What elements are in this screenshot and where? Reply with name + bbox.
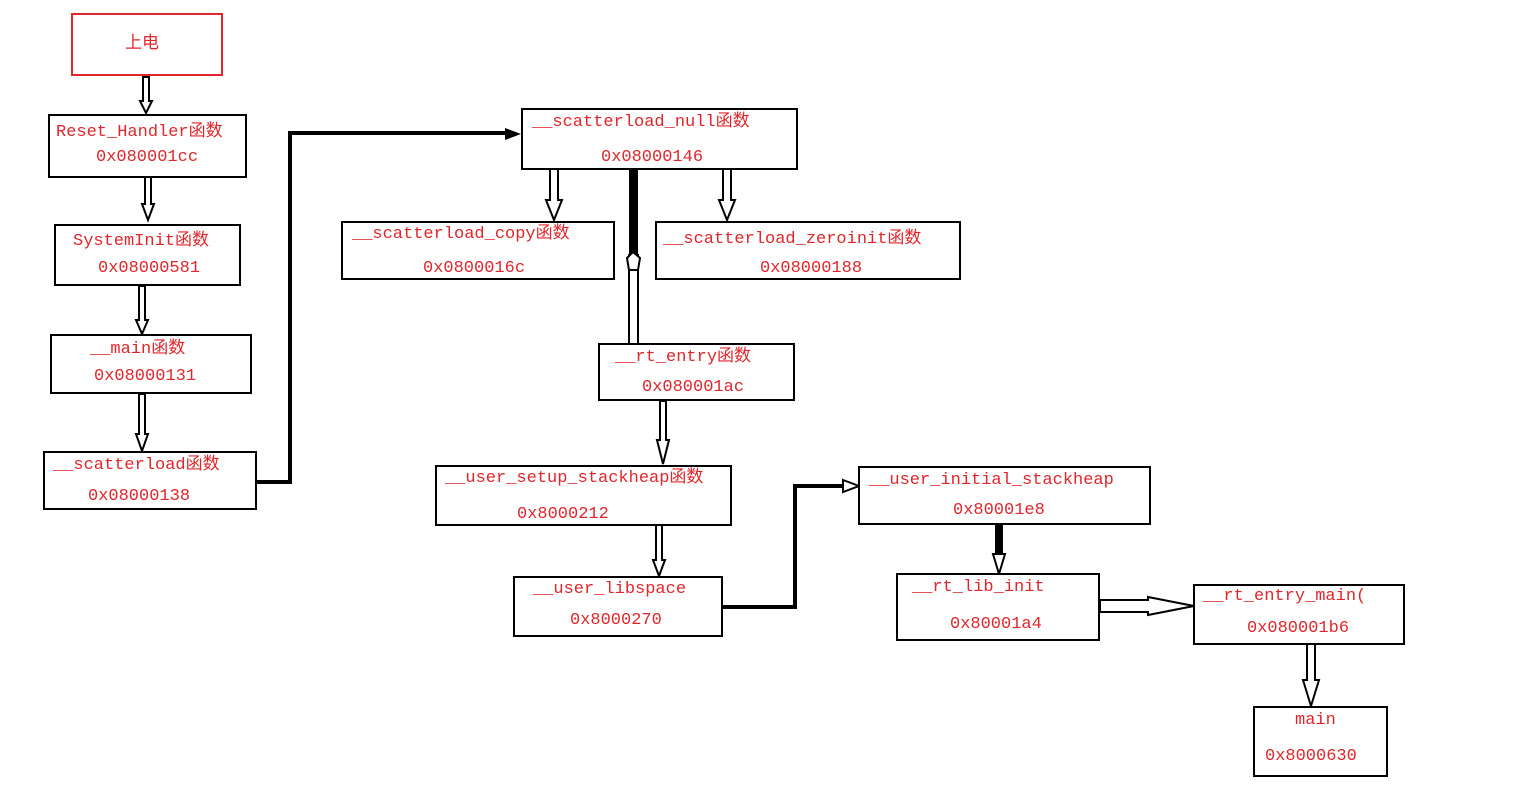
arrowhead-libspace-to-initialstackheap bbox=[842, 478, 862, 494]
scatterload-null-box: __scatterload_null函数 0x08000146 bbox=[521, 108, 798, 170]
reset-handler-box: Reset_Handler函数 0x080001cc bbox=[48, 114, 247, 178]
arrowhead-initialstackheap-to-libinit bbox=[991, 553, 1007, 578]
system-init-label: SystemInit函数 bbox=[73, 232, 210, 251]
rt-lib-init-label: __rt_lib_init bbox=[912, 578, 1045, 597]
arrow-null-to-copy bbox=[544, 168, 564, 223]
arrowhead-null-to-rtentry bbox=[625, 250, 642, 271]
scatterload-label: __scatterload函数 bbox=[53, 456, 220, 475]
arrowhead-scatterload-to-null bbox=[505, 128, 521, 140]
user-libspace-label: __user_libspace bbox=[533, 580, 687, 599]
arrow-libinit-to-rtentrymain bbox=[1099, 595, 1195, 617]
rt-entry-main-address: 0x080001b6 bbox=[1247, 619, 1350, 638]
user-setup-stackheap-label: __user_setup_stackheap函数 bbox=[445, 469, 704, 488]
rt-entry-main-box: __rt_entry_main( 0x080001b6 bbox=[1193, 584, 1405, 645]
connector-initialstackheap-to-libinit bbox=[995, 524, 1003, 554]
arrow-setup-to-libspace bbox=[651, 524, 667, 579]
arrow-main-to-scatterload bbox=[134, 393, 150, 455]
main-box: main 0x8000630 bbox=[1253, 706, 1388, 777]
scatterload-address: 0x08000138 bbox=[88, 487, 191, 506]
main-label: main bbox=[1295, 711, 1336, 730]
user-initial-stackheap-label: __user_initial_stackheap bbox=[869, 471, 1114, 490]
arrow-power-to-reset bbox=[138, 76, 154, 116]
scatterload-zeroinit-address: 0x08000188 bbox=[760, 259, 863, 278]
main-function-box: __main函数 0x08000131 bbox=[50, 334, 252, 394]
system-init-box: SystemInit函数 0x08000581 bbox=[54, 224, 241, 286]
rt-entry-main-label: __rt_entry_main( bbox=[1203, 588, 1367, 606]
arrow-systeminit-to-main bbox=[134, 285, 150, 337]
main-address: 0x8000630 bbox=[1265, 747, 1357, 766]
user-setup-stackheap-address: 0x8000212 bbox=[517, 505, 609, 524]
scatterload-zeroinit-label: __scatterload_zeroinit函数 bbox=[663, 230, 922, 249]
user-initial-stackheap-address: 0x80001e8 bbox=[953, 501, 1045, 520]
main-function-address: 0x08000131 bbox=[94, 367, 197, 386]
rt-entry-label: __rt_entry函数 bbox=[615, 348, 752, 367]
scatterload-null-address: 0x08000146 bbox=[601, 148, 704, 167]
connector-null-to-rtentry bbox=[629, 170, 638, 260]
system-init-address: 0x08000581 bbox=[98, 259, 201, 278]
rt-lib-init-address: 0x80001a4 bbox=[950, 615, 1042, 634]
arrow-null-to-zeroinit bbox=[717, 168, 737, 223]
arrow-rtentrymain-to-main bbox=[1301, 643, 1321, 710]
connector-scatterload-to-null bbox=[257, 131, 505, 484]
scatterload-copy-label: __scatterload_copy函数 bbox=[352, 225, 570, 244]
scatterload-null-label: __scatterload_null函数 bbox=[532, 113, 750, 132]
user-setup-stackheap-box: __user_setup_stackheap函数 0x8000212 bbox=[435, 465, 732, 526]
rt-lib-init-box: __rt_lib_init 0x80001a4 bbox=[896, 573, 1100, 641]
scatterload-copy-box: __scatterload_copy函数 0x0800016c bbox=[341, 221, 615, 280]
power-on-label: 上电 bbox=[125, 35, 159, 54]
scatterload-zeroinit-box: __scatterload_zeroinit函数 0x08000188 bbox=[655, 221, 961, 280]
connector-libspace-to-initialstackheap bbox=[723, 484, 843, 609]
user-initial-stackheap-box: __user_initial_stackheap 0x80001e8 bbox=[858, 466, 1151, 525]
reset-handler-address: 0x080001cc bbox=[96, 148, 199, 167]
main-function-label: __main函数 bbox=[90, 340, 186, 359]
user-libspace-box: __user_libspace 0x8000270 bbox=[513, 576, 723, 637]
reset-handler-label: Reset_Handler函数 bbox=[56, 123, 223, 142]
arrow-reset-to-systeminit bbox=[140, 176, 156, 223]
scatterload-box: __scatterload函数 0x08000138 bbox=[43, 451, 257, 510]
scatterload-copy-address: 0x0800016c bbox=[423, 259, 526, 278]
power-on-box: 上电 bbox=[71, 13, 223, 76]
user-libspace-address: 0x8000270 bbox=[570, 611, 662, 630]
rt-entry-box: __rt_entry函数 0x080001ac bbox=[598, 343, 795, 401]
arrow-rtentry-to-setup bbox=[655, 400, 671, 465]
rt-entry-address: 0x080001ac bbox=[642, 378, 745, 397]
